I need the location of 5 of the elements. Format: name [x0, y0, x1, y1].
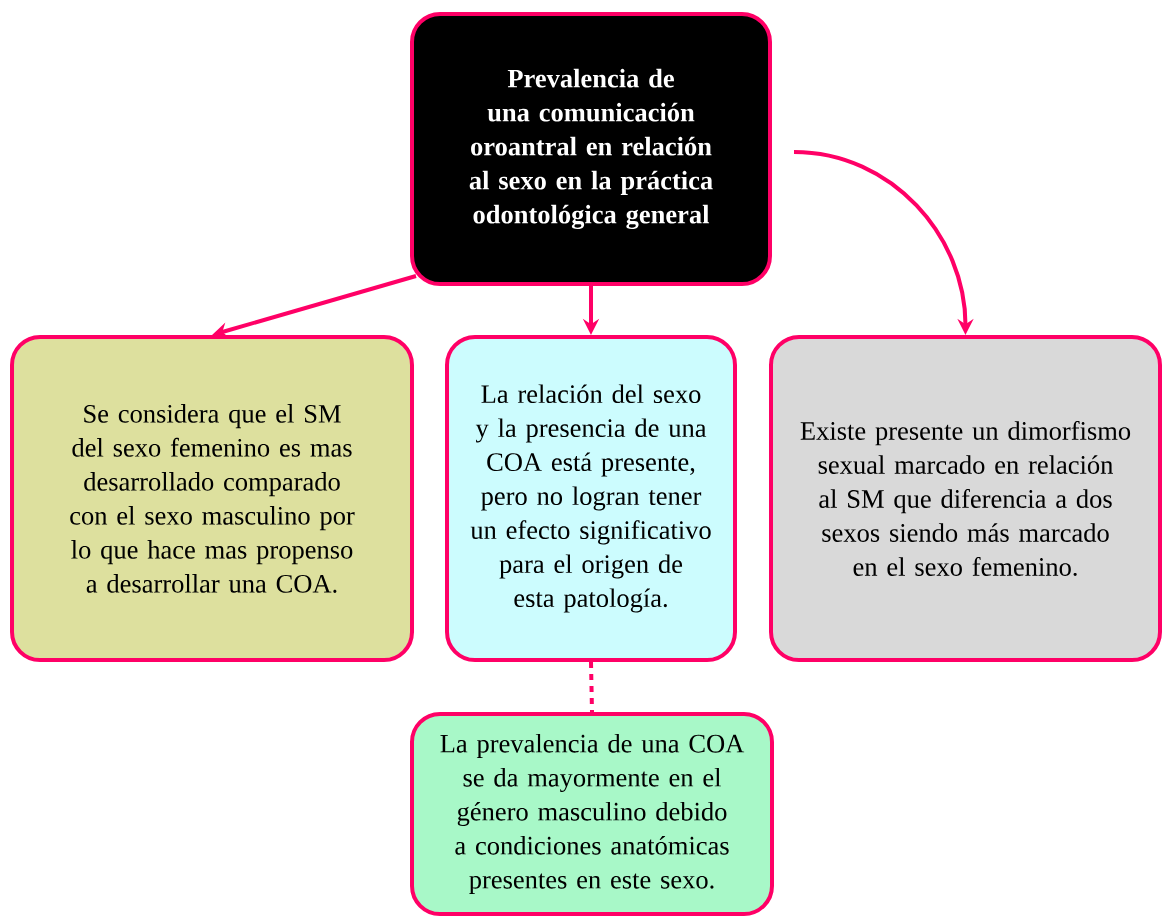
- process-box: Se considera que el SM del sexo femenino es mas desarrollado comparado con el sexo masculino por lo que hace mas propenso a desarrollar una COA.: [10, 335, 414, 662]
- process-box: Prevalencia de una comunicación oroantral en relación al sexo en la práctica odontológica general: [410, 12, 772, 286]
- process-box: La prevalencia de una COA se da mayormente en el género masculino debido a condiciones anatómicas presentes en este sexo.: [410, 712, 774, 916]
- process-box: La relación del sexo y la presencia de una COA está presente, pero no logran tener un efecto significativo para el origen de esta patología.: [445, 335, 737, 662]
- process-box: Existe presente un dimorfismo sexual marcado en relación al SM que diferencia a dos sexos siendo más marcado en el sexo femenino.: [769, 335, 1162, 662]
